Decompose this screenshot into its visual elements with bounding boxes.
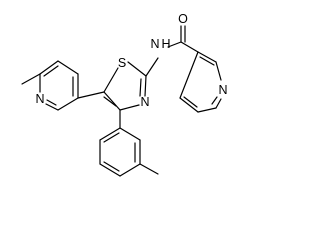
oxygen-label: O: [178, 12, 188, 26]
atom-labels: O N H S N N N: [35, 12, 227, 109]
amide-hydrogen-label: H: [161, 37, 170, 51]
bond-py-c4-c3: [179, 51, 199, 99]
amide-nitrogen-label: N: [150, 37, 159, 51]
bond-thz-n-c4: [119, 104, 140, 111]
methylpyridine-nitrogen-label: N: [35, 92, 44, 106]
bond-py-c3-c2-inner: [199, 56, 215, 66]
bond-thz-c5-s: [103, 67, 119, 93]
bond-py-c2-n: [215, 61, 222, 81]
bond-thz-c2-n-inner: [139, 78, 142, 97]
bond-py-c6-c5: [197, 107, 217, 113]
bonds: [21, 25, 222, 177]
bond-py-c5-c4: [179, 97, 199, 113]
bond-mp-c2-c3: [39, 60, 59, 75]
bond-amide-n-carbonyl: [167, 41, 182, 48]
bond-thiazole-amide-n: [145, 57, 159, 77]
bond-tol-c1-c2-inner: [103, 132, 120, 143]
bond-tol-c1-c2: [99, 127, 121, 141]
bond-carbonyl-pyridine: [180, 41, 199, 53]
bond-mp-c6-n: [45, 103, 59, 111]
thiazole-sulfur-label: S: [118, 56, 126, 70]
bond-py-n-c6-inner: [211, 96, 218, 105]
pyridine-nitrogen-label: N: [218, 83, 227, 97]
bond-tolyl-methyl: [139, 163, 159, 175]
bond-py-c3-c2: [197, 51, 217, 63]
bond-pyridine-thiazole: [77, 91, 105, 99]
bond-tol-c3-c4-inner: [103, 161, 120, 172]
molecule-structure: O N H S N N N: [21, 12, 228, 177]
thiazole-nitrogen-label: N: [140, 95, 149, 109]
bond-tol-c6-c1: [119, 127, 141, 141]
bond-methyl-pyridine: [21, 73, 41, 85]
bond-mp-c2-c3-inner: [43, 65, 59, 77]
bond-py-n-c6: [215, 98, 222, 109]
bond-thz-c4-c5-inner: [103, 96, 117, 107]
bond-thz-c4-c5: [103, 91, 121, 111]
bond-tol-c3-c4: [99, 163, 121, 177]
bond-py-c5-c4-inner: [183, 96, 198, 108]
bond-tol-c4-c5: [119, 163, 141, 177]
bond-mp-c5-c6: [57, 97, 79, 111]
bond-thz-s-c2: [127, 61, 147, 77]
bond-mp-c6-n-inner: [46, 99, 57, 106]
bond-mp-c3-c4: [57, 60, 79, 75]
bond-thz-c2-n: [144, 75, 147, 97]
